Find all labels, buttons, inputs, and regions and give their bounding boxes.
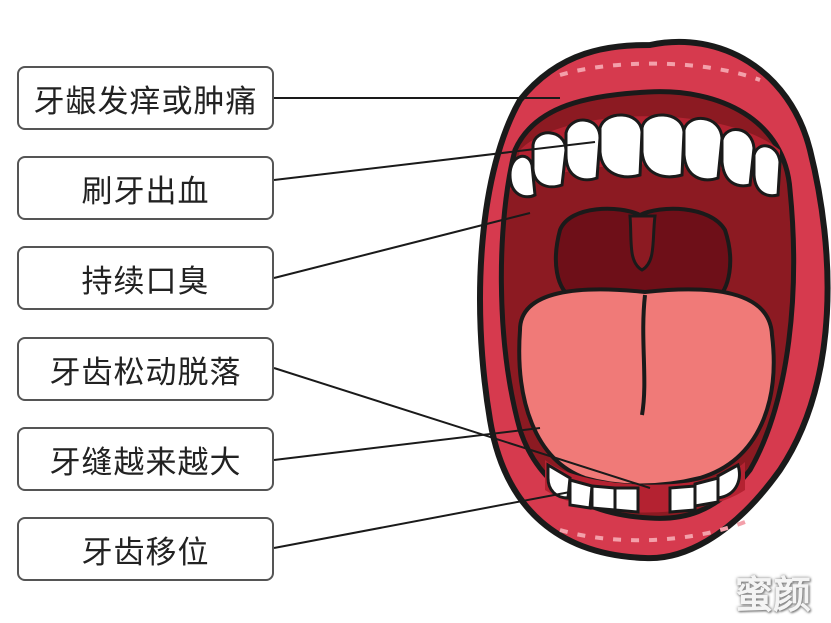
tongue xyxy=(517,287,776,488)
leader-line-5 xyxy=(273,427,541,461)
label-loose-teeth: 牙齿松动脱落 xyxy=(17,337,274,401)
leader-line-3 xyxy=(273,212,531,279)
upper-teeth xyxy=(508,113,782,199)
leader-lines xyxy=(273,97,651,549)
leader-line-6 xyxy=(273,491,571,549)
label-bad-breath: 持续口臭 xyxy=(17,246,274,310)
uvula xyxy=(628,214,657,272)
leader-line-4 xyxy=(273,367,651,489)
label-brushing-bleed: 刷牙出血 xyxy=(17,156,274,220)
lower-teeth xyxy=(546,462,741,514)
label-tooth-shift: 牙齿移位 xyxy=(17,517,274,581)
leader-line-2 xyxy=(273,141,596,181)
label-widening-gaps: 牙缝越来越大 xyxy=(17,427,274,491)
lip-highlight-bottom xyxy=(559,518,751,543)
lip-highlight-top xyxy=(559,61,761,82)
tongue-groove xyxy=(640,294,647,416)
label-gum-itch: 牙龈发痒或肿痛 xyxy=(17,66,274,130)
watermark: 蜜颜 xyxy=(734,571,811,617)
